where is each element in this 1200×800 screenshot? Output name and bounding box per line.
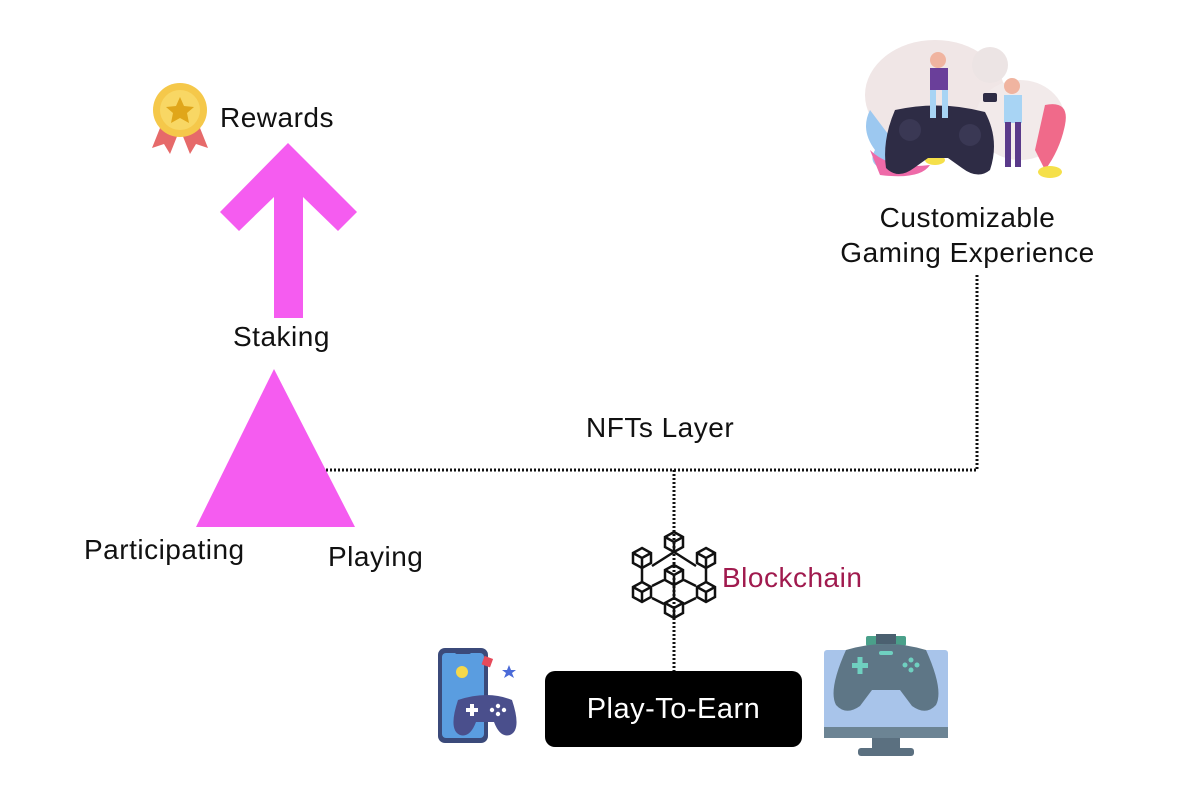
play-to-earn-label: Play-To-Earn (586, 692, 761, 725)
customizable-label-line1: Customizable (879, 202, 1056, 233)
staking-label: Staking (233, 321, 330, 352)
monitor-gamepad-icon (824, 634, 948, 756)
blockchain-label: Blockchain (722, 562, 863, 593)
medal-icon (152, 83, 208, 154)
blockchain-cubes-icon (631, 530, 717, 620)
dotted-connector-triangle-to-customizable (326, 275, 979, 472)
participating-label: Participating (84, 534, 245, 565)
play-to-earn-box: Play-To-Earn (545, 671, 802, 747)
up-arrow (220, 143, 357, 318)
gamers-illustration (865, 40, 1066, 178)
customizable-label-line2: Gaming Experience (840, 237, 1095, 268)
triangle-shape (196, 369, 355, 527)
nfts-layer-label: NFTs Layer (586, 412, 735, 443)
playing-label: Playing (328, 541, 424, 572)
mobile-gamepad-icon (438, 648, 517, 743)
rewards-label: Rewards (220, 102, 334, 133)
